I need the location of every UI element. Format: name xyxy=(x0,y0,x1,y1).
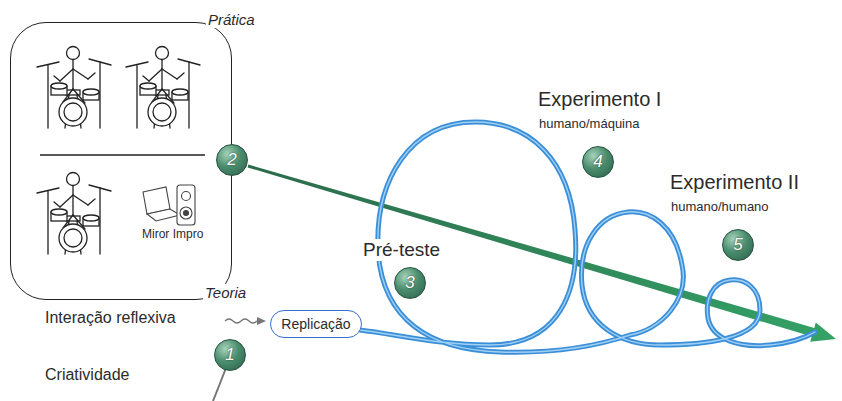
phase-label: Experimento II xyxy=(668,171,801,194)
phase-label: Pré-teste xyxy=(361,239,442,261)
phase-subtitle: humano/humano xyxy=(669,200,771,215)
box-text: Replicação xyxy=(281,316,350,332)
callout-digit: 1 xyxy=(225,345,234,365)
concept-label: Interação reflexiva xyxy=(45,309,176,327)
theory-label: Teoria xyxy=(203,284,248,301)
callout-digit: 3 xyxy=(405,273,414,293)
panel-heading: Prática xyxy=(206,11,257,28)
callout-number: 3 xyxy=(394,267,426,299)
replication-box: Replicação xyxy=(270,310,362,338)
phase-label: Experimento I xyxy=(536,88,663,111)
callout-digit: 2 xyxy=(227,150,236,170)
software-label: Miror Impro xyxy=(142,228,203,242)
concept-label: Criatividade xyxy=(45,366,129,384)
practice-panel: PráticaMiror Impro xyxy=(10,22,232,300)
callout-number: 5 xyxy=(722,229,754,261)
callout-digit: 4 xyxy=(593,152,602,172)
callout-number: 4 xyxy=(582,146,614,178)
callout-number: 2 xyxy=(216,144,248,176)
phase-subtitle: humano/máquina xyxy=(537,117,641,132)
callout-digit: 5 xyxy=(733,235,742,255)
callout-number: 1 xyxy=(214,339,246,371)
